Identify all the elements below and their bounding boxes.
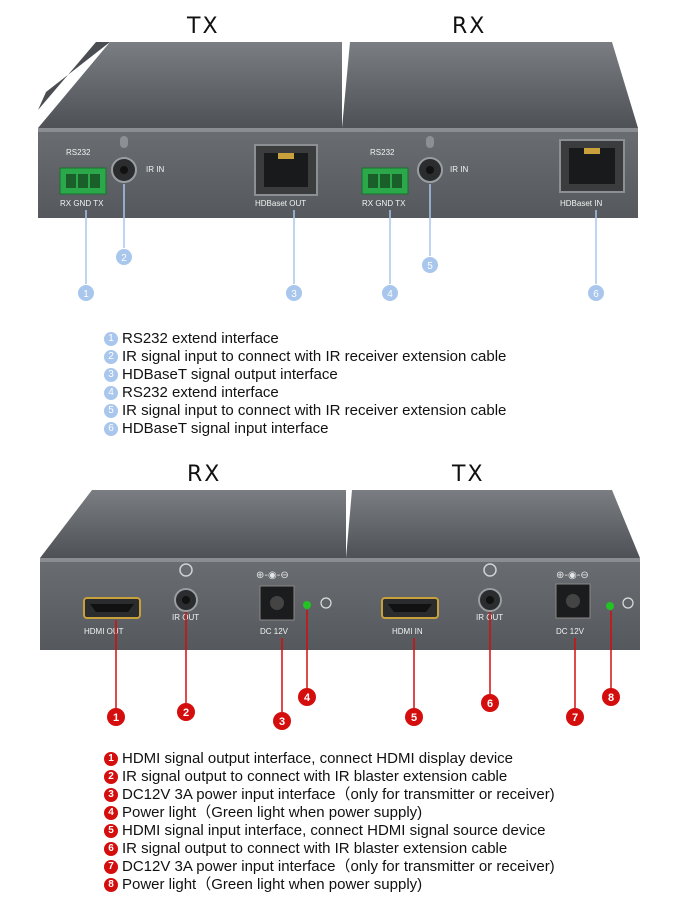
top-devices-illustration: RS232 RX GND TX IR IN HDBaset OUT RS232 …: [38, 42, 638, 301]
callout-top-2: 2: [121, 253, 127, 264]
power-led-tx: [606, 602, 614, 610]
svg-text:⊕-◉-⊖: ⊕-◉-⊖: [256, 570, 289, 581]
label-rx-gnd-tx-rx: RX GND TX: [362, 199, 406, 208]
callout-top-5: 5: [427, 261, 433, 272]
callout-top-4: 4: [387, 289, 393, 300]
svg-text:⊕-◉-⊖: ⊕-◉-⊖: [556, 570, 589, 581]
label-rs232-tx: RS232: [66, 148, 91, 157]
callout-bottom-7: 7: [572, 712, 578, 724]
bottom-right-header: TX: [452, 462, 485, 487]
callout-bottom-1: 1: [113, 712, 119, 724]
top-callouts: 1 2 3 4 5 6: [78, 249, 604, 301]
label-dc12v: DC 12V: [260, 627, 289, 636]
bottom-left-header: RX: [187, 462, 222, 487]
label-hdbaset-out: HDBaset OUT: [255, 199, 306, 208]
callout-bottom-4: 4: [304, 692, 311, 704]
label-rx-gnd-tx: RX GND TX: [60, 199, 104, 208]
bottom-devices-illustration: ⊕-◉-⊖ ⊕-◉-⊖ HDMI OUT IR OUT DC 12V HDMI …: [40, 490, 640, 730]
rx-unit-top: [342, 42, 638, 218]
label-ir-in-rx: IR IN: [450, 165, 468, 174]
bottom-leader-lines: [115, 610, 612, 712]
callout-bottom-6: 6: [487, 698, 493, 710]
callout-bottom-8: 8: [608, 692, 614, 704]
dc12v-jack: [259, 585, 295, 621]
rx-unit-bottom: ⊕-◉-⊖: [40, 490, 346, 650]
label-dc12v-tx: DC 12V: [556, 627, 585, 636]
label-hdmi-out: HDMI OUT: [84, 627, 124, 636]
callout-top-6: 6: [593, 289, 599, 300]
label-hdbaset-in: HDBaset IN: [560, 199, 602, 208]
top-left-header: TX: [187, 14, 220, 39]
power-led: [303, 601, 311, 609]
tx-unit-bottom: ⊕-◉-⊖: [346, 490, 640, 650]
tx-unit-top: [38, 42, 342, 218]
top-leader-lines: [85, 184, 597, 284]
callout-bottom-2: 2: [183, 707, 189, 719]
callout-bottom-5: 5: [411, 712, 417, 724]
callout-top-3: 3: [291, 289, 297, 300]
bottom-callouts: 1 2 3 4 5 6 7 8: [107, 688, 620, 730]
top-right-header: RX: [452, 14, 487, 39]
callout-top-1: 1: [83, 289, 89, 300]
label-hdmi-in: HDMI IN: [392, 627, 423, 636]
label-rs232-rx: RS232: [370, 148, 395, 157]
label-ir-in: IR IN: [146, 165, 164, 174]
callout-bottom-3: 3: [279, 716, 285, 728]
